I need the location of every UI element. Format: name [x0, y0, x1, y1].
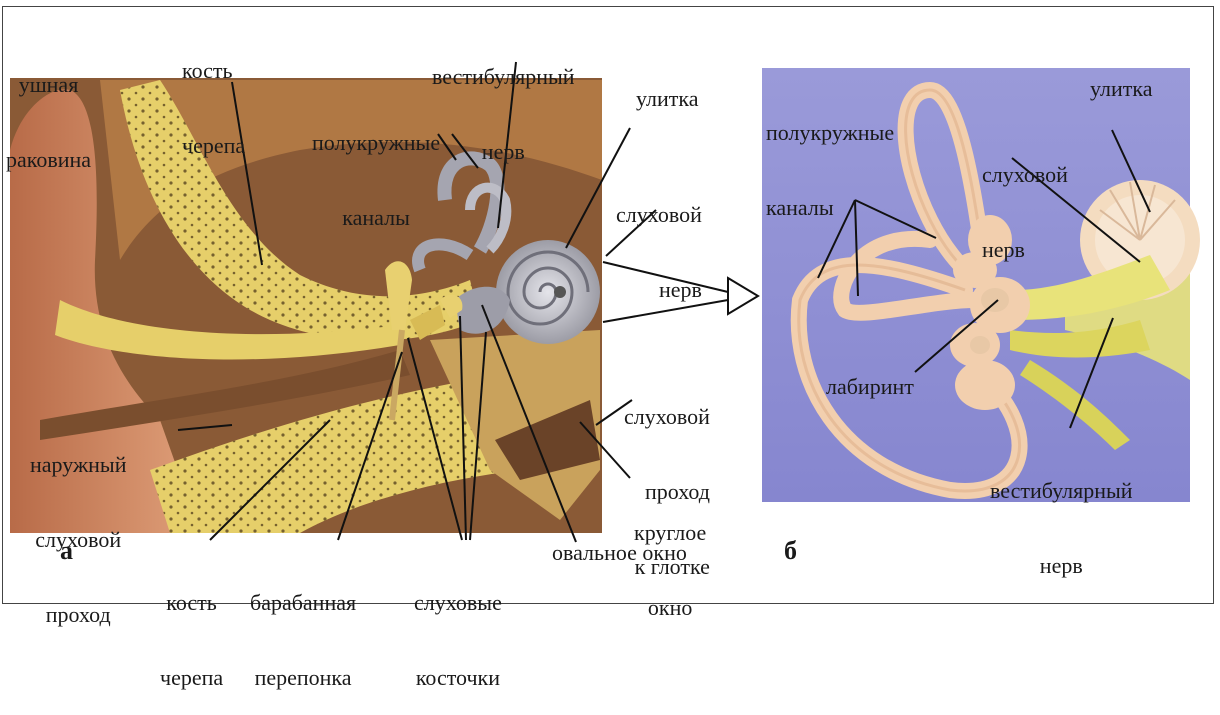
label-auditory-nerve-a-line1: слуховой [616, 202, 702, 227]
label-labyrinth: лабиринт [826, 374, 914, 399]
label-vestibular-nerve-b-line1: вестибулярный [990, 478, 1133, 503]
label-skull-bone-top-line2: черепа [182, 133, 245, 158]
label-auditory-tube-line1: слуховой [624, 404, 710, 429]
label-outer-canal: наружный слуховой проход [30, 402, 127, 652]
label-skull-bone-top-line1: кость [182, 58, 245, 83]
label-vestibular-nerve-a: вестибулярный нерв [432, 14, 575, 189]
label-auditory-nerve-a: слуховой нерв [616, 152, 702, 327]
label-ossicles: слуховые косточки [414, 540, 502, 715]
label-auditory-nerve-a-line2: нерв [616, 277, 702, 302]
label-ossicles-line1: слуховые [414, 590, 502, 615]
panel-b-letter: б [784, 538, 797, 563]
label-vestibular-nerve-b-line2: нерв [990, 553, 1133, 578]
label-oval-window: овальное окно [552, 540, 687, 565]
label-auditory-nerve-b-line1: слуховой [982, 162, 1068, 187]
label-semicircular-canals-a-line1: полукружные [312, 130, 440, 155]
label-outer-canal-line3: проход [30, 602, 127, 627]
label-semicircular-canals-b: полукружные каналы [766, 70, 894, 245]
cochlea-a [496, 240, 600, 344]
label-auricle-line1: ушная [6, 72, 91, 97]
label-auricle-line2: раковина [6, 147, 91, 172]
panel-a-letter: а [60, 538, 73, 563]
label-vestibular-nerve-b: вестибулярный нерв [990, 428, 1133, 603]
label-skull-bone-bottom: кость черепа [160, 540, 223, 715]
label-vestibular-nerve-a-line1: вестибулярный [432, 64, 575, 89]
label-eardrum-line1: барабанная [250, 590, 356, 615]
label-skull-bone-top: кость черепа [182, 8, 245, 183]
label-auditory-nerve-b: слуховой нерв [982, 112, 1068, 287]
label-auricle: ушная раковина [6, 22, 91, 197]
label-eardrum-line2: перепонка [250, 665, 356, 690]
label-outer-canal-line1: наружный [30, 452, 127, 477]
label-skull-bone-bottom-line1: кость [160, 590, 223, 615]
label-skull-bone-bottom-line2: черепа [160, 665, 223, 690]
label-semicircular-canals-a: полукружные каналы [312, 80, 440, 255]
label-cochlea-a: улитка [636, 86, 699, 111]
label-semicircular-canals-a-line2: каналы [312, 205, 440, 230]
label-outer-canal-line2: слуховой [30, 527, 127, 552]
label-ossicles-line2: косточки [414, 665, 502, 690]
label-vestibular-nerve-a-line2: нерв [432, 139, 575, 164]
label-semicircular-canals-b-line2: каналы [766, 195, 894, 220]
label-auditory-nerve-b-line2: нерв [982, 237, 1068, 262]
label-eardrum: барабанная перепонка [250, 540, 356, 715]
label-cochlea-b: улитка [1090, 76, 1153, 101]
label-semicircular-canals-b-line1: полукружные [766, 120, 894, 145]
label-round-window-line2: окно [634, 595, 706, 620]
